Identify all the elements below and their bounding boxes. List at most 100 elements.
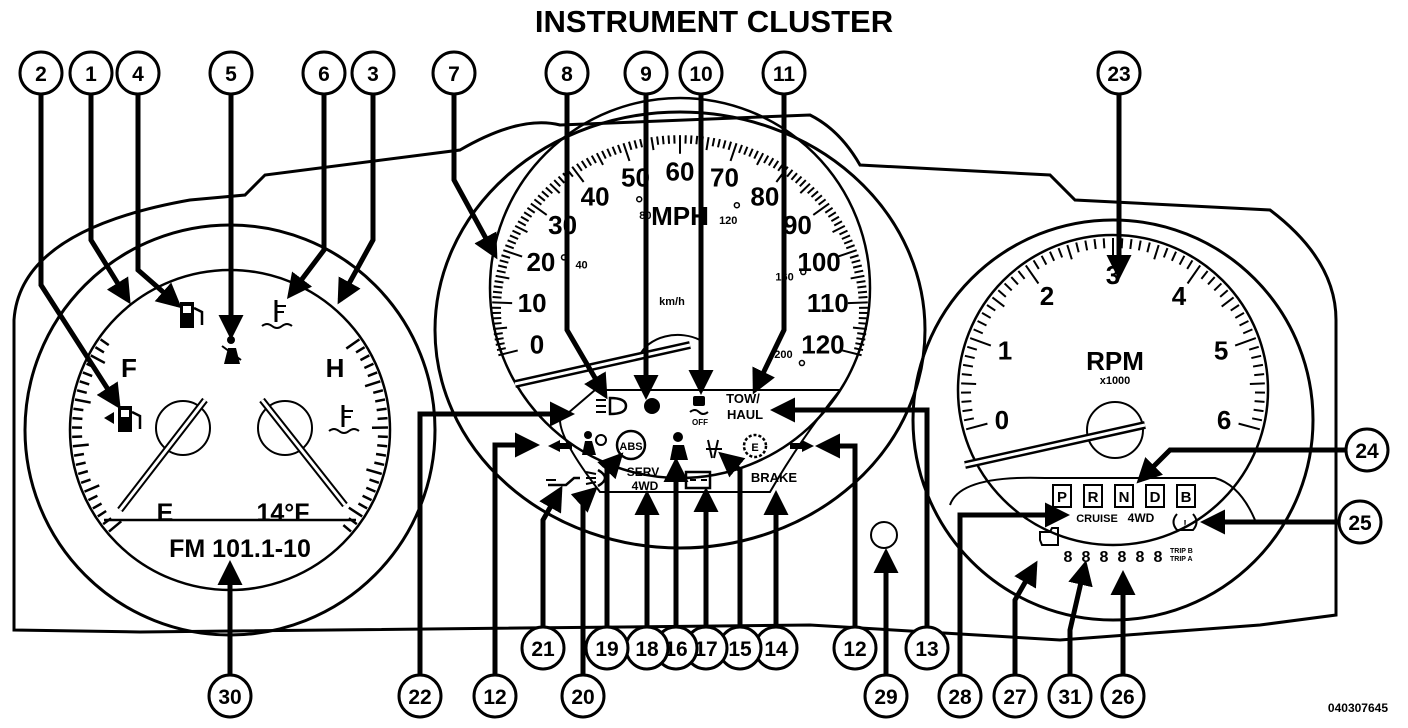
speed-tick	[533, 198, 542, 206]
prndl-letter: P	[1057, 489, 1067, 506]
odometer-digit: 8	[1136, 549, 1145, 566]
callout-circle	[350, 50, 396, 96]
tach-tick	[1207, 276, 1216, 286]
tach-tick	[1102, 238, 1106, 249]
speed-kmh-label: 120	[719, 215, 737, 227]
right-turn-arrow-icon	[790, 440, 814, 452]
speed-tick	[855, 342, 865, 346]
speed-tick	[786, 169, 794, 178]
speed-tick	[571, 166, 585, 183]
callout-number: 28	[948, 686, 972, 709]
tach-tick	[1248, 345, 1260, 351]
callout-1: 1	[68, 50, 114, 96]
tach-tick	[1251, 354, 1262, 360]
gauge-tick	[77, 469, 89, 476]
speed-mph-label: 30	[548, 210, 577, 240]
transmission-temp-icon: E	[742, 433, 768, 459]
callout-leader-4	[135, 95, 182, 309]
gauge-tick	[372, 389, 384, 395]
prndl-letter: D	[1150, 489, 1161, 506]
callout-30: 30	[207, 673, 253, 719]
tach-label: 2	[1040, 281, 1054, 311]
tach-tick	[1040, 255, 1048, 266]
tire-pressure-icon: !	[1172, 513, 1198, 531]
gauge-tick	[362, 494, 373, 502]
callout-circle	[207, 673, 253, 719]
low-fuel-icon	[104, 406, 142, 432]
callout-number: 24	[1355, 440, 1379, 463]
speed-tick	[590, 155, 597, 164]
callout-number: 1	[85, 63, 97, 86]
speed-tick	[845, 244, 855, 250]
callout-circle	[1096, 50, 1142, 96]
gauge-tick	[342, 524, 352, 533]
callout-5: 5	[208, 50, 254, 96]
trip-a-label: TRIP A	[1170, 556, 1193, 563]
speed-tick	[695, 135, 699, 145]
speed-tick	[738, 144, 743, 154]
callout-leader-24	[1136, 447, 1345, 484]
tow-haul-label-1: TOW/	[726, 391, 760, 406]
callout-number: 31	[1058, 686, 1082, 709]
tach-tick	[1186, 264, 1202, 285]
tach-tick	[1137, 240, 1142, 251]
tach-tick	[1057, 247, 1064, 258]
speed-tick	[852, 264, 863, 269]
speed-tick	[856, 337, 866, 341]
gauge-tick	[90, 354, 106, 365]
callout-number: 10	[689, 63, 712, 86]
callout-22: 22	[397, 673, 443, 719]
callout-circle	[397, 673, 443, 719]
tach-tick	[961, 400, 972, 403]
speed-tick	[748, 148, 754, 157]
speed-tick	[711, 137, 716, 147]
callout-circle	[1337, 499, 1383, 545]
speed-mph-label: 70	[710, 163, 739, 193]
callout-circle	[431, 50, 477, 96]
callout-11: 11	[761, 50, 807, 96]
tach-tick	[1075, 242, 1080, 253]
speed-tick	[537, 194, 546, 202]
speed-tick	[497, 264, 508, 269]
callout-31: 31	[1047, 673, 1093, 719]
callout-number: 23	[1107, 63, 1130, 86]
speed-tick	[833, 220, 843, 227]
speed-tick	[509, 234, 519, 240]
speed-mph-label: 90	[783, 210, 812, 240]
speed-tick	[852, 326, 867, 331]
tach-label: 5	[1214, 336, 1228, 366]
gauge-tick	[73, 452, 85, 457]
speed-tick	[772, 160, 780, 169]
svg-text:E: E	[751, 442, 758, 454]
figure-id: 040307645	[1328, 701, 1388, 715]
callout-21: 21	[520, 625, 566, 671]
callout-number: 14	[764, 638, 788, 661]
speed-tick	[727, 141, 732, 151]
tach-tick	[1219, 289, 1229, 298]
gauge-tick	[363, 362, 374, 370]
speed-tick	[857, 332, 867, 336]
tach-tick	[1049, 251, 1056, 262]
speed-tick	[512, 229, 521, 236]
callout-number: 17	[694, 638, 717, 661]
gauge-tick	[99, 338, 110, 347]
kmh-dot	[635, 195, 643, 203]
trip-reset-button[interactable]	[870, 521, 898, 549]
callout-leader-20	[570, 486, 598, 674]
tach-tick	[969, 337, 992, 347]
callout-number: 2	[35, 63, 47, 86]
gauge-tick	[355, 346, 366, 354]
speed-tick	[667, 135, 671, 144]
callout-number: 30	[218, 686, 241, 709]
speed-tick	[633, 140, 638, 149]
speed-tick	[492, 296, 502, 299]
callout-number: 7	[448, 63, 460, 86]
callout-number: 5	[225, 63, 237, 86]
speed-tick	[557, 175, 566, 184]
callout-leader-12	[815, 433, 858, 626]
speed-tick	[841, 234, 851, 240]
speed-tick	[743, 146, 749, 155]
prndl-letter: R	[1088, 489, 1099, 506]
